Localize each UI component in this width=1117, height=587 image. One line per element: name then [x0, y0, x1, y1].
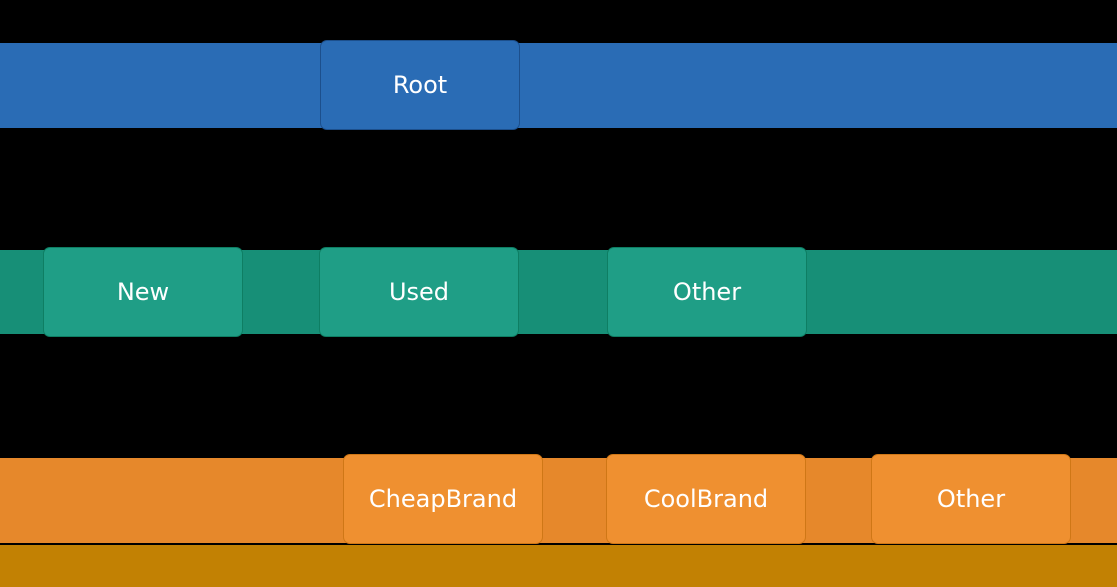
level1-bar — [0, 43, 1117, 128]
node-new-label: New — [116, 278, 170, 306]
node-used-label: Used — [388, 278, 450, 306]
level4-bar — [0, 545, 1117, 587]
node-new[interactable]: New — [43, 247, 243, 337]
node-used[interactable]: Used — [319, 247, 519, 337]
node-coolbrand-label: CoolBrand — [643, 485, 769, 513]
node-other-level3-label: Other — [936, 485, 1006, 513]
node-root[interactable]: Root — [320, 40, 520, 130]
node-other-level3[interactable]: Other — [871, 454, 1071, 544]
node-coolbrand[interactable]: CoolBrand — [606, 454, 806, 544]
node-other-level2-label: Other — [672, 278, 742, 306]
node-other-level2[interactable]: Other — [607, 247, 807, 337]
node-cheapbrand-label: CheapBrand — [368, 485, 518, 513]
node-cheapbrand[interactable]: CheapBrand — [343, 454, 543, 544]
node-root-label: Root — [392, 71, 448, 99]
